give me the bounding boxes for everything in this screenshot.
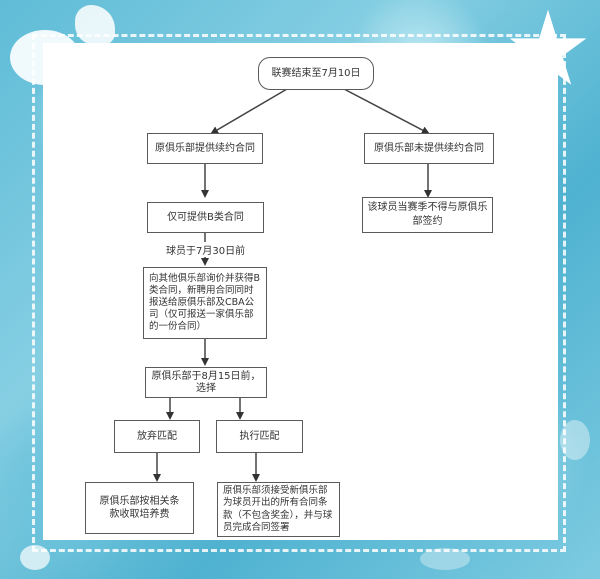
node-choose: 原俱乐部于8月15日前，选择: [145, 367, 267, 398]
node-training-fee: 原俱乐部按相关条款收取培养费: [85, 482, 194, 534]
node-accept-terms: 原俱乐部须接受新俱乐部为球员开出的所有合同条款（不包含奖金），并与球员完成合同签…: [217, 482, 340, 537]
node-no-renewal: 原俱乐部未提供续约合同: [364, 133, 494, 164]
node-match: 执行匹配: [216, 420, 303, 453]
flowchart-panel: [43, 43, 558, 540]
node-only-b: 仅可提供B类合同: [147, 202, 264, 233]
node-give-up: 放弃匹配: [114, 420, 200, 453]
edge-label-deadline-0730: 球员于7月30日前: [164, 242, 248, 257]
decor-blob: [420, 548, 470, 570]
node-start: 联赛结束至7月10日: [258, 57, 374, 90]
node-inquire: 向其他俱乐部询价并获得B类合同，新聘用合同同时报送给原俱乐部及CBA公司（仅可报…: [143, 267, 267, 339]
dashed-frame: [32, 34, 566, 552]
edge-start-norenewal: [343, 88, 430, 134]
node-offer-renewal: 原俱乐部提供续约合同: [147, 133, 263, 164]
edge-start-offer: [210, 88, 288, 135]
node-no-sign: 该球员当赛季不得与原俱乐部签约: [362, 197, 493, 233]
decor-blob: [75, 5, 115, 45]
